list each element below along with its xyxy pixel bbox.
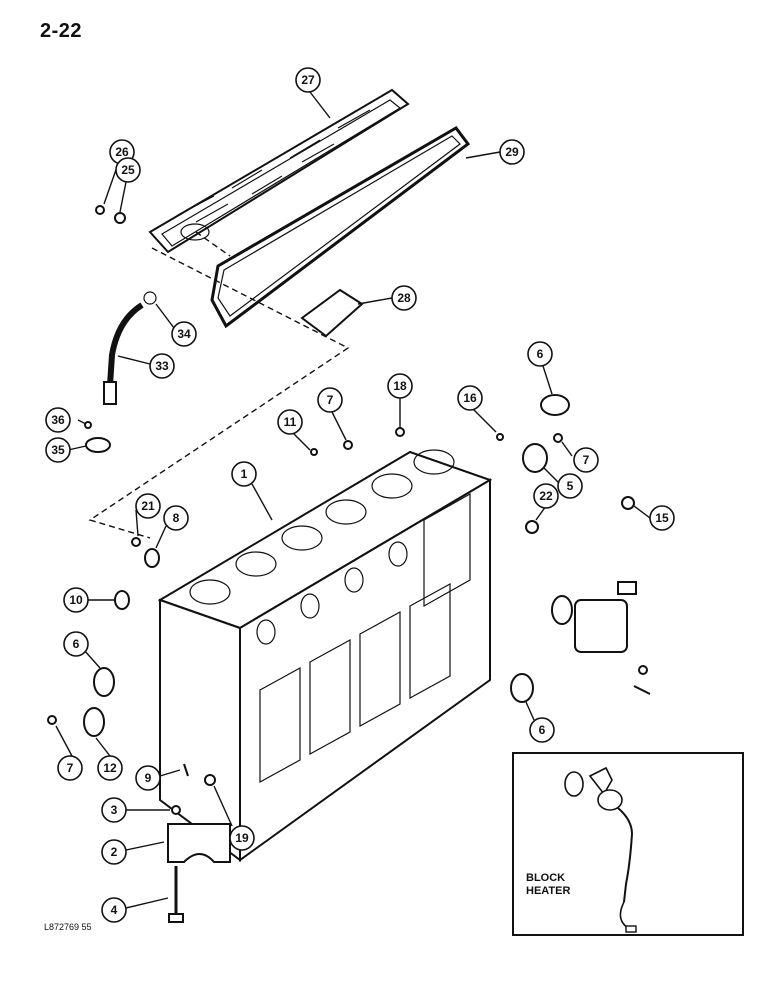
svg-text:21: 21 <box>141 499 155 513</box>
valve-cover <box>148 88 410 254</box>
callout-1: 1 <box>231 461 257 487</box>
svg-text:36: 36 <box>51 413 65 427</box>
block-heater-drawing <box>564 766 637 933</box>
svg-text:5: 5 <box>567 479 574 493</box>
svg-text:26: 26 <box>115 145 129 159</box>
assembly-dashed-line-2 <box>195 231 231 257</box>
callout-7-top: 7 <box>317 387 343 413</box>
svg-text:27: 27 <box>301 73 315 87</box>
svg-text:7: 7 <box>583 453 590 467</box>
svg-text:18: 18 <box>393 379 407 393</box>
callout-7-left: 7 <box>57 755 83 781</box>
svg-text:9: 9 <box>145 771 152 785</box>
svg-text:4: 4 <box>111 903 118 917</box>
svg-text:12: 12 <box>103 761 117 775</box>
figure-code: L872769 55 <box>44 922 92 932</box>
callout-28: 28 <box>391 285 417 311</box>
callout-7-right: 7 <box>573 447 599 473</box>
svg-text:29: 29 <box>505 145 519 159</box>
assembly-dashed-line <box>88 247 350 539</box>
cover-washer <box>114 212 126 224</box>
cylinder-block <box>157 449 493 862</box>
callout-36: 36 <box>45 407 71 433</box>
svg-text:35: 35 <box>51 443 65 457</box>
svg-text:16: 16 <box>463 391 477 405</box>
block-heater-label: BLOCK HEATER <box>526 872 570 898</box>
callout-10: 10 <box>63 587 89 613</box>
block-heater-label-line2: HEATER <box>526 885 571 897</box>
svg-text:22: 22 <box>539 489 553 503</box>
callout-16: 16 <box>457 385 483 411</box>
callout-19: 19 <box>229 825 255 851</box>
svg-text:10: 10 <box>69 593 83 607</box>
callout-12: 12 <box>97 755 123 781</box>
callout-6-top: 6 <box>527 341 553 367</box>
callout-18: 18 <box>387 373 413 399</box>
svg-text:6: 6 <box>73 637 80 651</box>
callout-4: 4 <box>101 897 127 923</box>
callout-33: 33 <box>149 353 175 379</box>
valve-cover-gasket <box>210 126 471 329</box>
callout-35: 35 <box>45 437 71 463</box>
svg-text:6: 6 <box>539 723 546 737</box>
right-side-parts <box>310 394 651 703</box>
svg-text:2: 2 <box>111 845 118 859</box>
callout-34: 34 <box>171 321 197 347</box>
svg-text:7: 7 <box>67 761 74 775</box>
callout-21: 21 <box>135 493 161 519</box>
callout-9: 9 <box>135 765 161 791</box>
page-number: 2-22 <box>40 20 83 42</box>
callout-22: 22 <box>533 483 559 509</box>
breather-hose <box>107 302 144 386</box>
svg-text:8: 8 <box>173 511 180 525</box>
svg-text:15: 15 <box>655 511 669 525</box>
left-lower-parts <box>47 537 231 923</box>
callout-29: 29 <box>499 139 525 165</box>
svg-text:1: 1 <box>241 467 248 481</box>
callout-11: 11 <box>277 409 303 435</box>
callout-25: 25 <box>115 157 141 183</box>
svg-text:25: 25 <box>121 163 135 177</box>
block-heater-inset: BLOCK HEATER <box>512 752 744 936</box>
small-plug <box>84 421 92 429</box>
leader-lines <box>55 91 651 909</box>
callout-6-left: 6 <box>63 631 89 657</box>
flange-plate <box>85 437 111 453</box>
hose-tube <box>103 381 117 405</box>
callout-15: 15 <box>649 505 675 531</box>
svg-text:11: 11 <box>284 415 297 429</box>
callout-27: 27 <box>295 67 321 93</box>
callout-8: 8 <box>163 505 189 531</box>
svg-text:34: 34 <box>177 327 191 341</box>
svg-text:6: 6 <box>537 347 544 361</box>
callout-5: 5 <box>557 473 583 499</box>
cover-bolt <box>95 205 105 215</box>
breather-plate <box>300 288 364 338</box>
svg-text:7: 7 <box>327 393 334 407</box>
callout-6-right: 6 <box>529 717 555 743</box>
svg-text:3: 3 <box>111 803 118 817</box>
callout-2: 2 <box>101 839 127 865</box>
svg-text:19: 19 <box>235 831 249 845</box>
svg-text:28: 28 <box>397 291 411 305</box>
callout-3: 3 <box>101 797 127 823</box>
block-heater-label-line1: BLOCK <box>526 872 566 884</box>
hose-clamp <box>143 291 157 305</box>
svg-text:33: 33 <box>155 359 169 373</box>
